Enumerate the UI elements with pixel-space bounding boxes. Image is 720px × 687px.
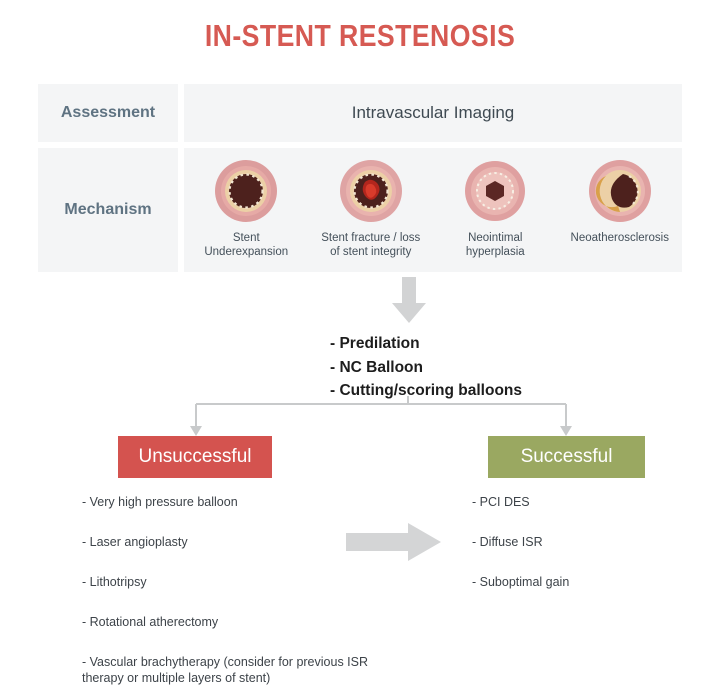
vessel-cross-section-underexpansion-icon: [209, 154, 283, 228]
caption-line-1: Stent fracture / loss: [321, 231, 420, 245]
list-item: - Vascular brachytherapy (consider for p…: [82, 654, 382, 687]
outcome-box-successful[interactable]: Successful: [488, 436, 645, 478]
caption-line-1: Neoatherosclerosis: [571, 231, 669, 245]
row-label-mechanism: Mechanism: [38, 148, 178, 272]
mechanism-caption: Stent Underexpansion: [204, 231, 288, 260]
row-label-assessment: Assessment: [38, 84, 178, 142]
assessment-matrix: Assessment Intravascular Imaging Mechani…: [38, 84, 682, 272]
mechanism-caption: Neointimal hyperplasia: [466, 231, 525, 260]
page-title: IN-STENT RESTENOSIS: [50, 18, 669, 54]
list-item: - Lithotripsy: [82, 574, 382, 591]
unsuccessful-option-list: - Very high pressure balloon - Laser ang…: [82, 494, 382, 687]
list-item: - Diffuse ISR: [472, 534, 672, 551]
list-item: - Very high pressure balloon: [82, 494, 382, 511]
flow-right-arrow-icon: [346, 522, 442, 562]
treatment-step: - Predilation: [330, 332, 522, 356]
mechanism-item-underexpansion: Stent Underexpansion: [184, 148, 308, 260]
branch-connectors: [0, 396, 720, 440]
treatment-step-list: - Predilation - NC Balloon - Cutting/sco…: [330, 332, 522, 403]
vessel-cross-section-neointimal-hyperplasia-icon: [458, 154, 532, 228]
caption-line-2: of stent integrity: [321, 245, 420, 259]
vessel-cross-section-stent-fracture-icon: [334, 154, 408, 228]
flow-down-arrow-icon: [391, 277, 427, 323]
vessel-cross-section-neoatherosclerosis-icon: [583, 154, 657, 228]
assessment-value: Intravascular Imaging: [184, 84, 682, 142]
mechanism-caption: Stent fracture / loss of stent integrity: [321, 231, 420, 260]
caption-line-1: Neointimal: [466, 231, 525, 245]
outcome-box-unsuccessful[interactable]: Unsuccessful: [118, 436, 272, 478]
caption-line-2: Underexpansion: [204, 245, 288, 259]
row-label-assessment-cell: Assessment: [38, 84, 178, 142]
assessment-value-cell: Intravascular Imaging: [184, 84, 682, 142]
caption-line-2: hyperplasia: [466, 245, 525, 259]
treatment-step: - NC Balloon: [330, 356, 522, 380]
row-label-mechanism-cell: Mechanism: [38, 148, 178, 272]
mechanism-list: Stent Underexpansion: [184, 148, 682, 272]
mechanism-item-neointimal-hyperplasia: Neointimal hyperplasia: [433, 148, 557, 260]
mechanism-caption: Neoatherosclerosis: [571, 231, 669, 245]
diagram-canvas: IN-STENT RESTENOSIS Assessment Intravasc…: [0, 0, 720, 670]
mechanism-item-stent-fracture: Stent fracture / loss of stent integrity: [309, 148, 433, 260]
mechanism-item-neoatherosclerosis: Neoatherosclerosis: [558, 148, 682, 245]
list-item: - Suboptimal gain: [472, 574, 672, 591]
caption-line-1: Stent: [204, 231, 288, 245]
successful-option-list: - PCI DES - Diffuse ISR - Suboptimal gai…: [472, 494, 672, 591]
list-item: - PCI DES: [472, 494, 672, 511]
list-item: - Rotational atherectomy: [82, 614, 382, 631]
list-item: - Laser angioplasty: [82, 534, 382, 551]
